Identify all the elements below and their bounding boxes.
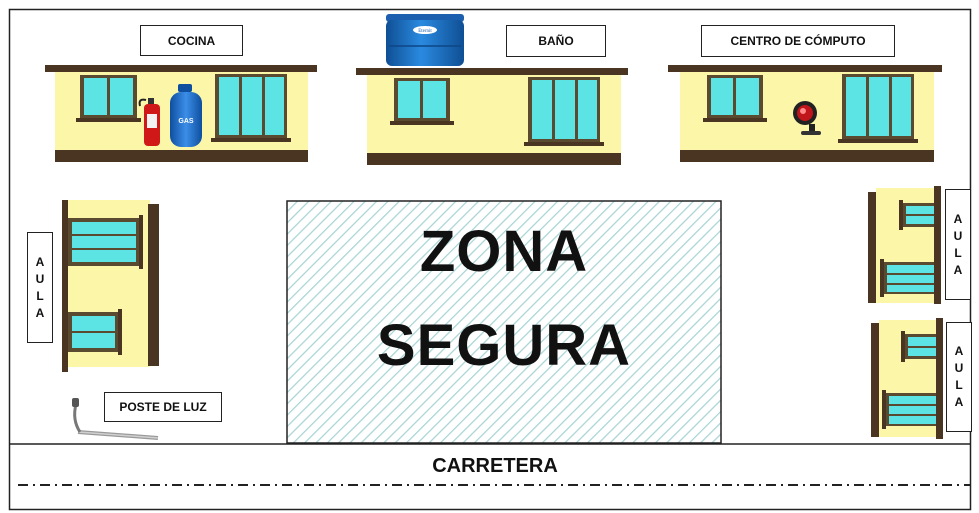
safe-zone-title-line2: SEGURA [376,313,632,378]
kitchen-label: COCINA [140,25,243,56]
safe-zone-area [286,200,722,444]
window [882,390,936,429]
building-computer-center [668,65,942,162]
window [390,78,454,125]
building-bathroom [356,68,628,165]
window [211,74,291,142]
window [880,259,934,297]
window [76,75,141,122]
classroom-label-left: A U L A [27,232,53,343]
gas-tank-icon: GAS [170,84,202,147]
window [524,77,604,146]
classroom-label-right-upper: A U L A [945,189,971,300]
classroom-right-lower [871,318,943,439]
computer-center-label: CENTRO DE CÓMPUTO [701,25,895,57]
gas-label: GAS [178,118,194,125]
tank-brand-label: Eternit [418,29,432,34]
classroom-left [62,200,159,372]
road-label: CARRETERA [432,455,558,477]
alarm-siren-icon [793,101,821,135]
window [838,74,918,143]
classroom-right-upper [868,186,941,304]
light-pole-label: POSTE DE LUZ [104,392,222,422]
building-kitchen: GAS [45,65,317,162]
window [703,75,767,122]
classroom-label-right-lower: A U L A [946,322,972,432]
safe-zone-title-line1: ZONA [419,219,589,284]
window [901,331,936,362]
window [68,215,143,269]
fire-extinguisher-icon [138,98,160,146]
window [899,200,934,230]
light-pole-icon [72,398,159,440]
window [68,309,122,355]
bathroom-label: BAÑO [506,25,606,57]
water-tank-icon: Eternit [386,14,464,66]
